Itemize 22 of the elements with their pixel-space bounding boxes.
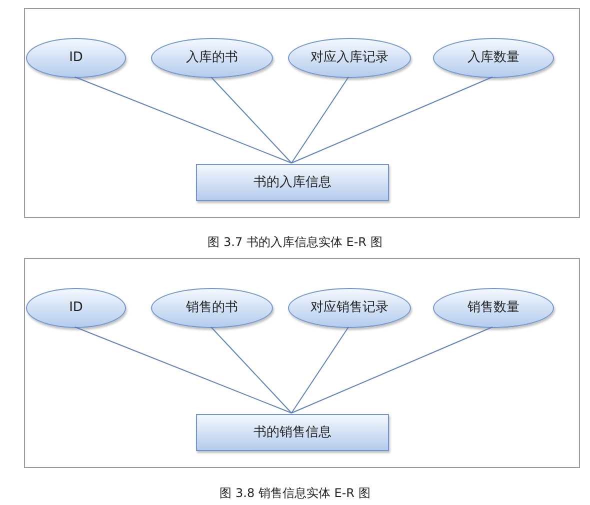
attribute-ellipse: 销售数量: [433, 288, 554, 328]
connector-line: [210, 76, 292, 164]
entity-box: 书的入库信息: [196, 164, 389, 201]
attribute-ellipse: 入库的书: [151, 38, 273, 78]
attribute-ellipse: 对应入库记录: [288, 38, 411, 78]
attribute-ellipse: ID: [26, 288, 126, 328]
connector-line: [291, 76, 493, 164]
figure-caption: 图 3.8 销售信息实体 E-R 图: [220, 485, 370, 502]
entity-box: 书的销售信息: [196, 414, 389, 451]
attribute-ellipse: 入库数量: [433, 38, 554, 78]
connector-line: [74, 76, 292, 164]
connector-line: [74, 326, 292, 414]
connector-line: [210, 326, 292, 414]
connector-line: [291, 76, 349, 164]
attribute-ellipse: 销售的书: [151, 288, 273, 328]
connector-line: [291, 326, 349, 414]
attribute-ellipse: 对应销售记录: [288, 288, 411, 328]
figure-caption: 图 3.7 书的入库信息实体 E-R 图: [208, 234, 382, 251]
frame-box: [24, 8, 580, 218]
connector-line: [291, 326, 493, 414]
frame-box: [24, 258, 580, 468]
attribute-ellipse: ID: [26, 38, 126, 78]
